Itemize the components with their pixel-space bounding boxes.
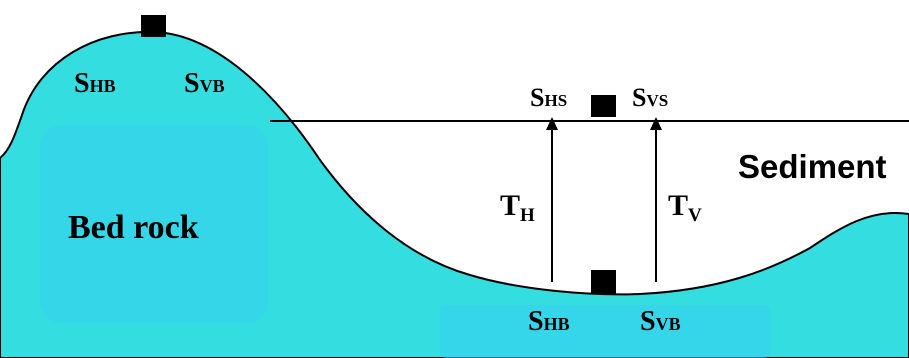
sediment-label: Sediment [738,148,887,185]
surface-station-v-label: SVS [632,83,668,112]
bedrock-highlight-bottom [440,305,770,358]
arrow-v-head [650,117,662,130]
surface-station-h-label: SHS [530,83,567,112]
arrow-h-head [546,117,558,130]
station-surface-marker [591,95,616,117]
bottom-station-h-label: SHB [528,306,570,337]
station-bottom-marker [591,270,616,294]
bed-rock-label: Bed rock [68,209,199,246]
top-station-v-label: SVB [184,68,225,99]
bedrock-highlight-left [40,125,268,323]
bedrock-region [0,30,909,358]
top-station-h-label: SHB [74,68,116,99]
travel-time-h-label: TH [500,189,535,226]
travel-time-v-label: TV [668,189,702,226]
station-top-marker [141,15,166,37]
bottom-station-v-label: SVB [640,306,681,337]
